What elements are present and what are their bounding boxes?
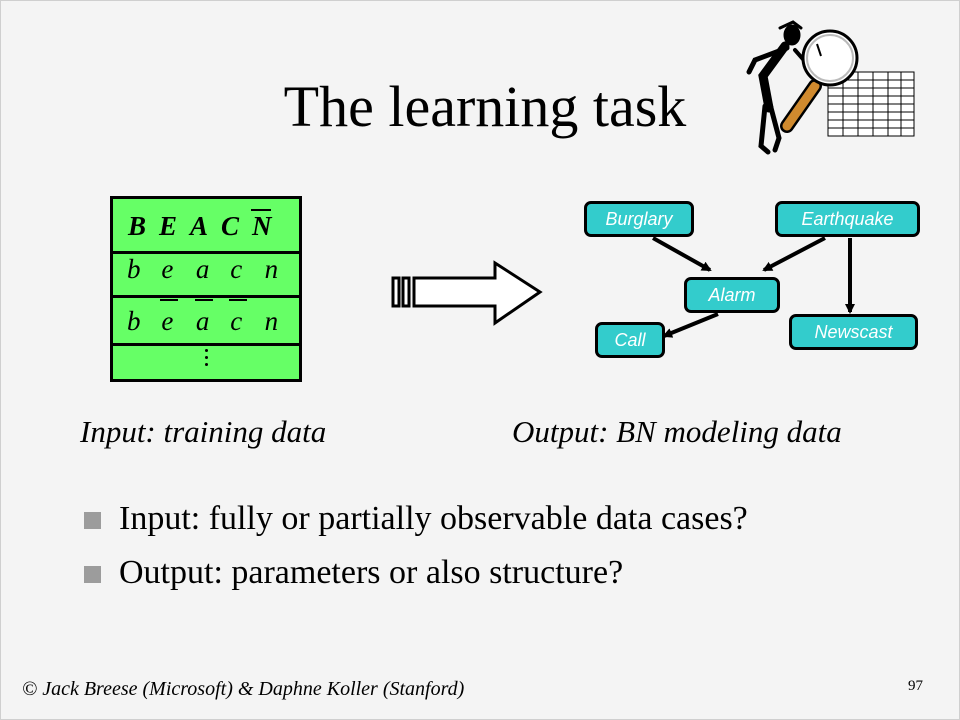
square-bullet-icon bbox=[84, 566, 101, 583]
row-divider bbox=[113, 343, 299, 346]
cell: e bbox=[161, 254, 174, 284]
row-divider bbox=[113, 295, 299, 298]
ellipsis-vertical bbox=[205, 349, 211, 370]
bullet-text: Output: parameters or also structure? bbox=[119, 554, 624, 591]
bullet-text: Input: fully or partially observable dat… bbox=[119, 500, 748, 537]
cell-overlined: e bbox=[160, 299, 195, 337]
table-row: b e a c n bbox=[113, 251, 299, 285]
node-alarm: Alarm bbox=[684, 277, 780, 313]
edge-alarm-call bbox=[662, 312, 719, 338]
row-divider bbox=[113, 251, 299, 254]
magnifying-glass-figure-icon bbox=[746, 20, 915, 155]
cell: a bbox=[195, 254, 210, 284]
header-cell: A bbox=[190, 211, 209, 241]
edge-burglary-alarm bbox=[652, 236, 712, 272]
header-cell: B bbox=[128, 211, 147, 241]
table-header-row: B E A C N bbox=[113, 209, 299, 242]
header-cell: E bbox=[159, 211, 178, 241]
cell-overlined: n bbox=[263, 251, 299, 285]
copyright-footer: © Jack Breese (Microsoft) & Daphne Kolle… bbox=[22, 678, 465, 700]
node-newscast: Newscast bbox=[789, 314, 918, 350]
training-data-table: B E A C N b e a c n b e a c n ⋮ bbox=[110, 196, 302, 382]
cell: c bbox=[230, 254, 243, 284]
table-row: b e a c n bbox=[113, 299, 299, 337]
node-call: Call bbox=[595, 322, 665, 358]
node-earthquake: Earthquake bbox=[775, 201, 920, 237]
cell: b bbox=[127, 254, 141, 284]
header-cell: C bbox=[221, 211, 240, 241]
slide-title: The learning task bbox=[283, 74, 687, 139]
square-bullet-icon bbox=[84, 512, 101, 529]
page-number: 97 bbox=[908, 678, 923, 694]
cell: n bbox=[264, 306, 279, 336]
cell: b bbox=[127, 306, 141, 336]
output-caption: Output: BN modeling data bbox=[512, 414, 842, 449]
edge-earthquake-alarm bbox=[762, 236, 826, 272]
cell-overlined: c bbox=[229, 299, 264, 337]
header-cell-overlined: N bbox=[251, 209, 272, 241]
block-arrow-icon bbox=[391, 260, 543, 326]
cell-overlined: a bbox=[194, 299, 230, 337]
node-burglary: Burglary bbox=[584, 201, 694, 237]
input-caption: Input: training data bbox=[80, 414, 327, 449]
